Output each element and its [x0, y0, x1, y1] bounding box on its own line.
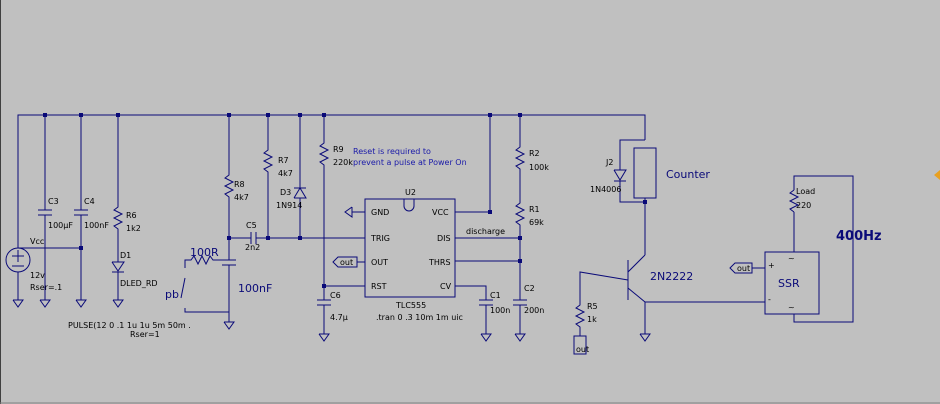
- resistor-r7-symbol: [262, 115, 274, 238]
- d1-value: DLED_RD: [120, 279, 158, 288]
- r8-value: 4k7: [234, 193, 249, 202]
- capacitor-c5-symbol: [229, 232, 365, 244]
- load-label: Load: [796, 187, 815, 196]
- ssr-symbol: [645, 175, 854, 323]
- pb-label: pb: [165, 288, 179, 301]
- d3-label: D3: [280, 188, 291, 197]
- c6-value: 4.7µ: [330, 313, 348, 322]
- transistor-2n2222-symbol: [579, 254, 651, 342]
- c3-value: 100µF: [48, 221, 73, 230]
- r1-value: 69k: [529, 218, 544, 227]
- r7-value: 4k7: [278, 169, 293, 178]
- r7-label: R7: [278, 156, 289, 165]
- j2-value: 1N4006: [590, 185, 621, 194]
- scroll-marker: [934, 170, 940, 180]
- pin-out: OUT: [371, 258, 388, 267]
- led-d1-symbol: [111, 261, 125, 308]
- vcc-voltage-label: 12v: [30, 271, 45, 280]
- c5-label: C5: [246, 221, 257, 230]
- resistor-r2-symbol: [514, 115, 526, 200]
- d3-value: 1N914: [276, 201, 302, 210]
- c5-value: 2n2: [245, 243, 260, 252]
- pushbutton-pb-symbol: [180, 277, 229, 313]
- r8-label: R8: [234, 180, 245, 189]
- resistor-r6-symbol: [112, 115, 124, 262]
- capacitor-c3-symbol: [38, 115, 52, 308]
- top-rail: [17, 114, 646, 300]
- d1-label: D1: [120, 251, 131, 260]
- j2-label: J2: [605, 158, 613, 167]
- pin-dis: DIS: [437, 234, 451, 243]
- resistor-100r-symbol: [184, 254, 229, 268]
- capacitor-c1-symbol: [479, 299, 493, 342]
- pin-trig: TRIG: [370, 234, 390, 243]
- tran-directive: .tran 0 .3 10m 1m uic: [376, 313, 463, 322]
- pin-gnd: GND: [371, 208, 389, 217]
- capacitor-c4-symbol: [18, 115, 88, 308]
- ssr-minus: -: [768, 295, 771, 304]
- r9-value: 220k: [333, 158, 353, 167]
- resistor-r9-symbol: [318, 115, 365, 300]
- r5-out-flag: out: [576, 345, 589, 354]
- c3-label: C3: [48, 197, 59, 206]
- ssr-tilde-bottom: ~: [788, 303, 795, 312]
- ic-part-label: TLC555: [395, 301, 426, 310]
- c2-label: C2: [524, 284, 535, 293]
- counter-label: Counter: [666, 168, 710, 181]
- c4-value: 100nF: [84, 221, 109, 230]
- capacitor-100nf-symbol: [222, 259, 236, 330]
- pulse-spec-label: PULSE(12 0 .1 1u 1u 5m 50m .: [68, 321, 191, 330]
- ic-tlc555-symbol: [344, 198, 520, 300]
- r100-value: 100R: [190, 246, 219, 259]
- c100n-value: 100nF: [238, 282, 272, 295]
- pin-vcc: VCC: [432, 208, 449, 217]
- capacitor-c2-symbol: [513, 299, 527, 342]
- vcc-label: Vcc: [30, 237, 44, 246]
- r5-value: 1k: [587, 315, 597, 324]
- resistor-r5-symbol: [573, 280, 587, 355]
- pin-thrs: THRS: [428, 258, 451, 267]
- resistor-load-symbol: [788, 189, 800, 213]
- c1-value: 100n: [490, 306, 510, 315]
- r9-label: R9: [333, 145, 344, 154]
- c1-label: C1: [490, 291, 501, 300]
- reset-note-line1: Reset is required to: [353, 147, 431, 156]
- ssr-tilde-top: ~: [788, 254, 795, 263]
- pulse-rser-label: Rser=1: [130, 330, 160, 339]
- transistor-label: 2N2222: [650, 270, 693, 283]
- r6-value: 1k2: [126, 224, 141, 233]
- c6-label: C6: [330, 291, 341, 300]
- r5-label: R5: [587, 302, 598, 311]
- ssr-plus: +: [768, 261, 775, 270]
- capacitor-c6-symbol: [317, 299, 331, 342]
- diode-d3-symbol: [293, 115, 307, 238]
- c2-value: 200n: [524, 306, 544, 315]
- resistor-r1-symbol: [514, 200, 526, 300]
- relay-counter-symbol: [613, 139, 657, 255]
- ssr-out-flag-label: out: [737, 264, 750, 273]
- resistor-r8-symbol: [223, 115, 235, 260]
- out-flag-555-label: out: [340, 258, 353, 267]
- pin-cv: CV: [440, 282, 452, 291]
- ssr-label: SSR: [778, 277, 800, 290]
- out-flag-555: [332, 256, 358, 268]
- r6-label: R6: [126, 211, 137, 220]
- reset-note-line2: prevent a pulse at Power On: [353, 158, 467, 167]
- c4-label: C4: [84, 197, 95, 206]
- vcc-rser-label: Rser=.1: [30, 283, 62, 292]
- load-value: 220: [796, 201, 811, 210]
- pin-rst: RST: [371, 282, 387, 291]
- u2-label: U2: [405, 188, 416, 197]
- r1-label: R1: [529, 205, 540, 214]
- discharge-net-label: discharge: [466, 227, 505, 236]
- r2-label: R2: [529, 149, 540, 158]
- r2-value: 100k: [529, 163, 549, 172]
- frequency-label: 400Hz: [836, 229, 882, 244]
